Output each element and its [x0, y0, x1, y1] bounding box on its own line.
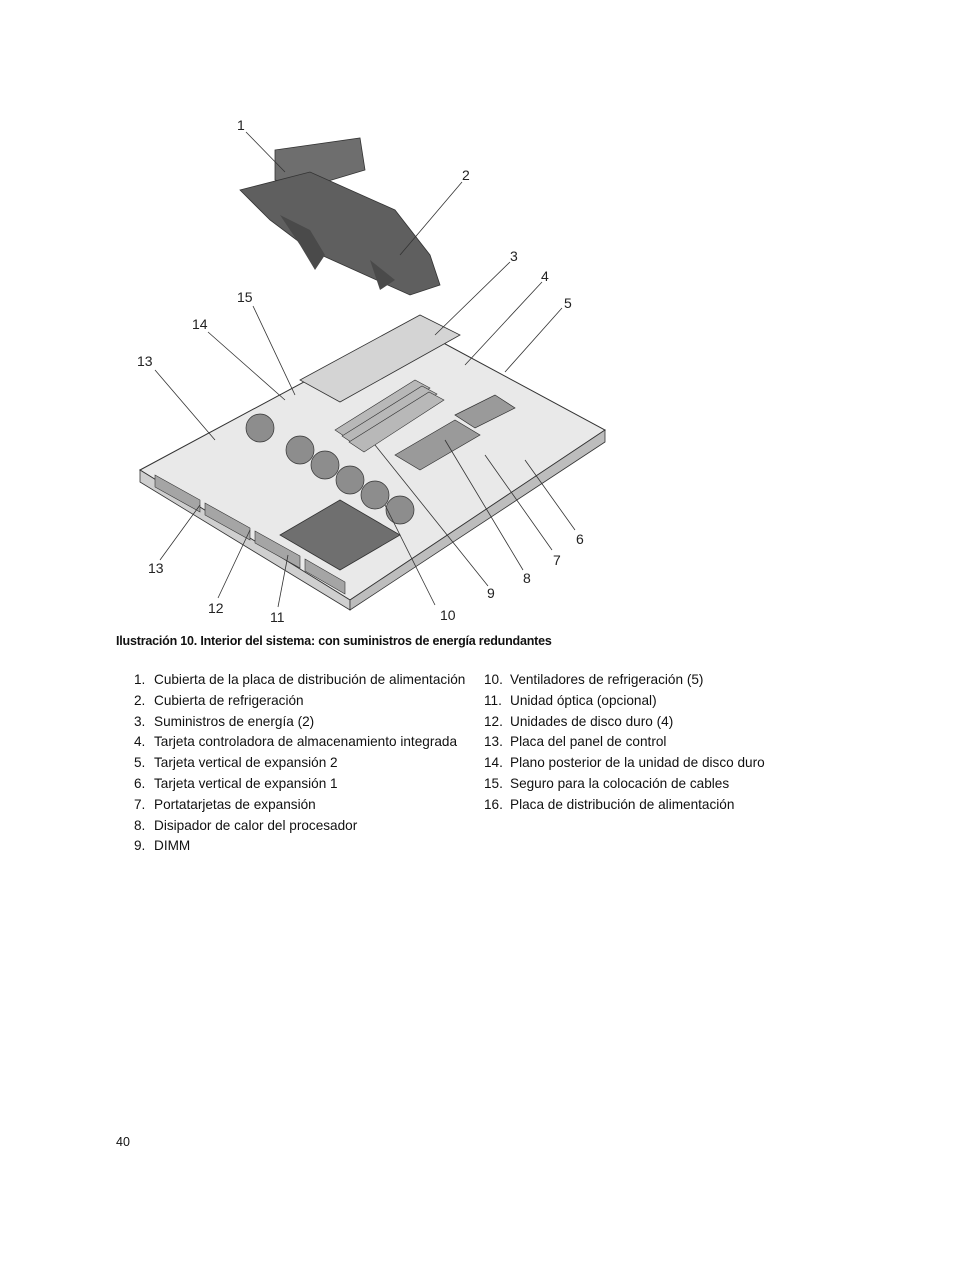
- callout-7: 7: [553, 552, 561, 568]
- callout-2: 2: [462, 167, 470, 183]
- legend-item-number: 8.: [134, 817, 146, 833]
- figure-caption: Ilustración 10. Interior del sistema: co…: [116, 634, 552, 648]
- legend-item-text: Tarjeta vertical de expansión 1: [154, 775, 338, 791]
- legend-item-text: Tarjeta vertical de expansión 2: [154, 755, 338, 771]
- legend-item: 7. Portatarjetas de expansión: [134, 795, 474, 816]
- server-interior-illustration: 1 2 3 4 5 6 7 8 9 10 11 12 13 13 14 15: [137, 117, 606, 625]
- legend-item-number: 14.: [484, 755, 503, 771]
- callout-9: 9: [487, 585, 495, 601]
- legend-item-number: 4.: [134, 734, 146, 750]
- legend-item: 1. Cubierta de la placa de distribución d…: [134, 670, 474, 691]
- legend-item-text: Unidad óptica (opcional): [510, 692, 657, 708]
- legend-item-number: 7.: [134, 796, 146, 812]
- legend-list-right: 10. Ventiladores de refrigeración (5) 11. U…: [484, 670, 784, 816]
- callout-leaders: [154, 131, 576, 608]
- legend-item: 8. Disipador de calor del procesador: [134, 816, 474, 837]
- callout-13-bottom: 13: [148, 560, 164, 576]
- legend-item-text: Cubierta de refrigeración: [154, 692, 304, 708]
- legend-item-text: Portatarjetas de expansión: [154, 796, 316, 812]
- legend-item: 14. Plano posterior de la unidad de disco…: [484, 753, 784, 774]
- legend-item: 15. Seguro para la colocación de cables: [484, 774, 784, 795]
- legend-item-number: 5.: [134, 755, 146, 771]
- legend-item-number: 15.: [484, 775, 503, 791]
- legend-item: 6. Tarjeta vertical de expansión 1: [134, 774, 474, 795]
- legend-item-number: 10.: [484, 672, 503, 687]
- legend-item-number: 2.: [134, 692, 146, 708]
- callout-15: 15: [237, 289, 253, 305]
- callout-10: 10: [440, 607, 456, 623]
- legend-item-number: 1.: [134, 672, 146, 687]
- legend-item-text: DIMM: [154, 838, 191, 854]
- legend-item: 5. Tarjeta vertical de expansión 2: [134, 753, 474, 774]
- callout-14: 14: [192, 316, 208, 332]
- legend-item-text: Suministros de energía (2): [154, 713, 315, 729]
- legend-item: 9. DIMM: [134, 836, 474, 857]
- legend-item-text: Unidades de disco duro (4): [510, 713, 674, 729]
- page-number: 40: [116, 1135, 130, 1149]
- legend-item-number: 9.: [134, 838, 146, 854]
- legend-item-text: Placa de distribución de alimentación: [510, 796, 735, 812]
- legend-item-text: Seguro para la colocación de cables: [510, 775, 730, 791]
- callout-11: 11: [270, 609, 285, 625]
- callout-6: 6: [576, 531, 584, 547]
- callout-12: 12: [208, 600, 224, 616]
- legend-item: 2. Cubierta de refrigeración: [134, 691, 474, 712]
- legend-item: 11. Unidad óptica (opcional): [484, 691, 784, 712]
- legend-item-number: 12.: [484, 713, 503, 729]
- legend-item: 10. Ventiladores de refrigeración (5): [484, 670, 784, 691]
- legend-item: 4. Tarjeta controladora de almacenamiento…: [134, 732, 474, 753]
- callout-13-top: 13: [137, 353, 153, 369]
- legend-item-text: Disipador de calor del procesador: [154, 817, 358, 833]
- legend-list-left: 1. Cubierta de la placa de distribución d…: [134, 670, 474, 857]
- callout-5: 5: [564, 295, 572, 311]
- legend-item-text: Ventiladores de refrigeración (5): [510, 672, 704, 687]
- chassis-illustration: [139, 314, 606, 611]
- legend-item: 3. Suministros de energía (2): [134, 712, 474, 733]
- legend-item-number: 13.: [484, 734, 503, 750]
- legend-item-number: 11.: [484, 692, 502, 708]
- callout-4: 4: [541, 268, 549, 284]
- legend-item-text: Placa del panel de control: [510, 734, 667, 750]
- legend-item-text: Tarjeta controladora de almacenamiento i…: [154, 734, 458, 750]
- callout-labels: 1 2 3 4 5 6 7 8 9 10 11 12 13 13 14 15: [137, 117, 584, 625]
- legend-item-number: 16.: [484, 796, 503, 812]
- shroud-illustration: [239, 137, 441, 296]
- legend-item: 13. Placa del panel de control: [484, 732, 784, 753]
- callout-8: 8: [523, 570, 531, 586]
- legend-item: 16. Placa de distribución de alimentación: [484, 795, 784, 816]
- callout-1: 1: [237, 117, 245, 133]
- legend-item-number: 6.: [134, 775, 146, 791]
- legend-item: 12. Unidades de disco duro (4): [484, 712, 784, 733]
- callout-3: 3: [510, 248, 518, 264]
- legend-item-number: 3.: [134, 713, 146, 729]
- legend-item-text: Plano posterior de la unidad de disco du…: [510, 755, 765, 771]
- legend-item-text: Cubierta de la placa de distribución de …: [154, 672, 466, 687]
